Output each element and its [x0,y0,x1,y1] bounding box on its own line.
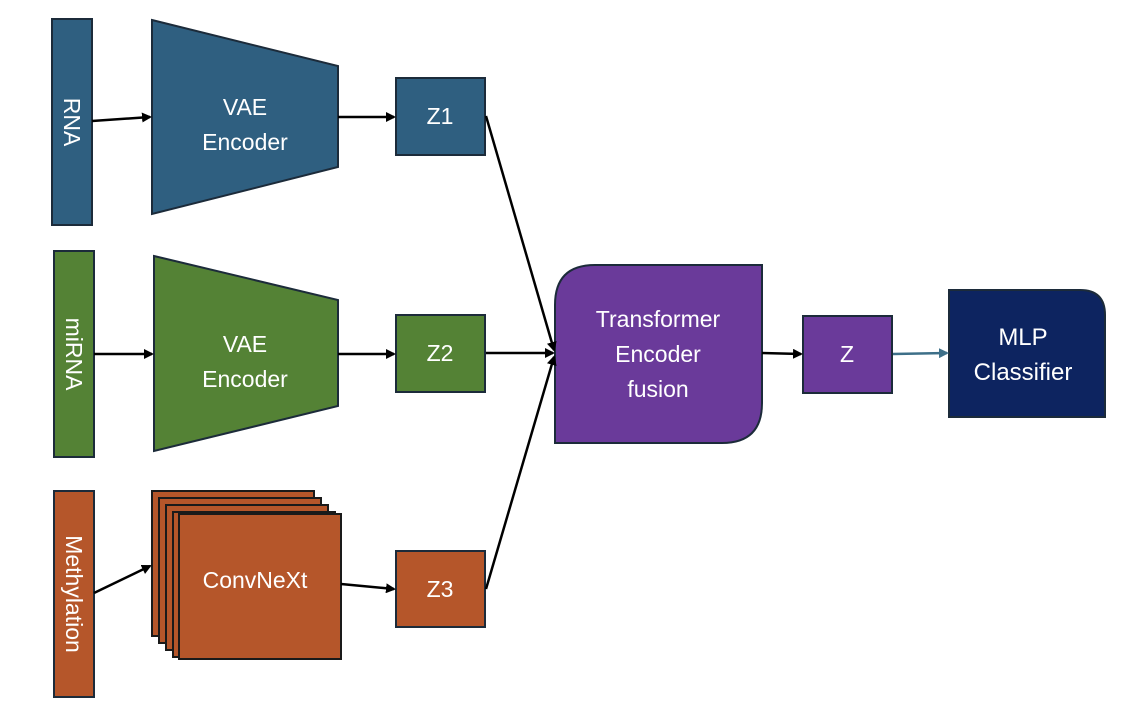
fusion-label-line2: Encoder [615,341,701,367]
methylation-to-convnext-arrow [93,564,152,595]
fusion-to-z-arrow [761,348,803,359]
methylation-input-label: Methylation [61,535,87,653]
classifier-label-line2: Classifier [974,359,1073,386]
z-to-classifier-arrow [892,348,949,359]
rna-input-label: RNA [59,98,85,147]
mirna-input: miRNA [53,250,95,458]
mirna-encoder-label-line2: Encoder [202,366,288,392]
convnext-to-z3-arrow [340,582,396,594]
rna-to-encoder-arrow [91,112,152,123]
mirna-encoder-label-line1: VAE [223,331,267,357]
convnext-label: ConvNeXt [203,567,308,593]
rna-encoder-label-line2: Encoder [202,129,288,155]
rna-vae-encoder: VAE Encoder [151,18,339,216]
z-label: Z [840,341,854,367]
z-latent: Z [802,315,893,394]
z3-to-fusion-arrow [484,355,557,590]
z3-label: Z3 [427,576,454,602]
convnext-encoder: ConvNeXt [151,490,342,660]
fusion-label-line3: fusion [627,376,688,402]
mirna-input-label: miRNA [61,318,87,391]
mlp-classifier: MLP Classifier [948,289,1106,418]
rna-input: RNA [51,18,93,226]
rna-encoder-label-line1: VAE [223,94,267,120]
fusion-label-line1: Transformer [596,306,721,332]
z2-label: Z2 [427,340,454,366]
transformer-fusion: Transformer Encoder fusion [554,264,763,444]
classifier-label-line1: MLP [998,324,1047,351]
z2-latent: Z2 [395,314,486,393]
z1-latent: Z1 [395,77,486,156]
z1-label: Z1 [427,103,454,129]
mirna-vae-encoder: VAE Encoder [153,254,339,453]
z1-to-fusion-arrow [484,115,557,352]
methylation-input: Methylation [53,490,95,698]
z3-latent: Z3 [395,550,486,628]
